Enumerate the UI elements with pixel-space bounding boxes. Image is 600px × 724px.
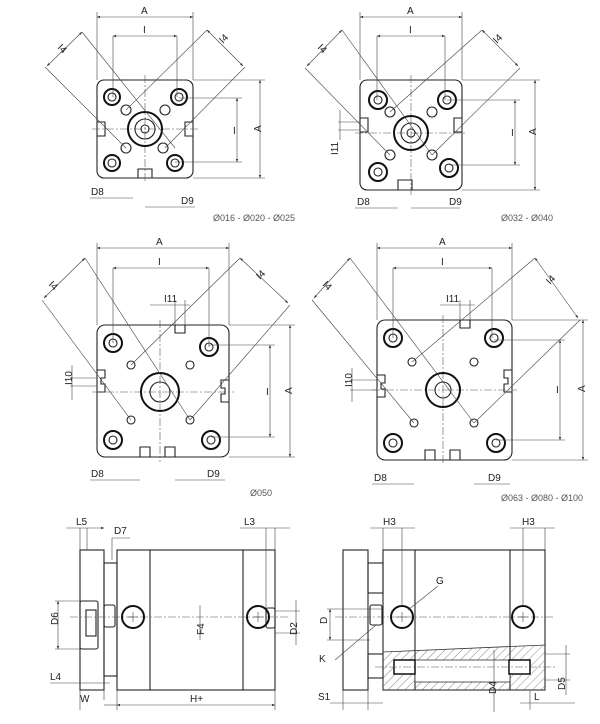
dim-s1: S1 (318, 692, 331, 703)
dim-d4: D4 (488, 681, 499, 694)
dim-d: D (319, 617, 330, 624)
dim-i10: I10 (344, 373, 355, 387)
dim-d8: D8 (91, 187, 104, 198)
dim-d9: D9 (181, 196, 194, 207)
dim-i11: I11 (330, 141, 341, 155)
caption-large: Ø063 - Ø080 - Ø100 (501, 493, 583, 503)
dim-l4: L4 (50, 672, 62, 683)
dim-l: L (534, 692, 540, 703)
dim-a: A (407, 6, 414, 17)
dim-i: I (158, 257, 161, 268)
dim-i4-left: I4 (315, 42, 329, 56)
dim-h3-left: H3 (383, 517, 396, 528)
end-view-small: A I A I I4 I4 D8 D9 Ø016 - Ø020 - Ø025 (44, 6, 295, 223)
dim-i: I (409, 25, 412, 36)
dim-d7: D7 (114, 526, 127, 537)
dim-w: W (80, 694, 90, 705)
dim-d9: D9 (488, 473, 501, 484)
dim-d8: D8 (374, 473, 387, 484)
dim-i4-right: I4 (544, 273, 558, 287)
caption-050: Ø050 (250, 488, 272, 498)
end-view-large: A I I11 A I I10 I4 I4 D8 D9 Ø063 - Ø080 … (311, 237, 588, 503)
dim-a-vertical: A (284, 387, 295, 394)
dim-d6: D6 (50, 612, 61, 625)
caption-medium: Ø032 - Ø040 (501, 213, 553, 223)
dim-d9: D9 (449, 197, 462, 208)
end-view-050: A I I11 A I I10 I4 I4 D8 D9 Ø050 (41, 237, 295, 498)
dim-i: I (441, 257, 444, 268)
dim-d8: D8 (91, 469, 104, 480)
dim-h-plus: H+ (190, 694, 203, 705)
dim-i4-left: I4 (46, 279, 60, 293)
dim-f4: F4 (196, 623, 207, 635)
dim-i11: I11 (164, 294, 178, 305)
dim-i-vertical: I (266, 387, 269, 398)
dim-d8: D8 (357, 197, 370, 208)
dim-i4-right: I4 (491, 32, 505, 46)
dim-d5: D5 (557, 677, 568, 690)
side-view: L5 D7 L3 D6 F4 D2 L4 W H+ (50, 517, 300, 710)
dim-l5: L5 (76, 517, 88, 528)
section-view: H3 H3 G D K S1 D4 D5 L (318, 517, 575, 712)
dim-i4-left: I4 (55, 42, 69, 56)
dim-a: A (439, 237, 446, 248)
dim-i10: I10 (64, 371, 75, 385)
dim-i4-left: I4 (320, 279, 334, 293)
dim-d9: D9 (207, 469, 220, 480)
end-view-medium: A I A I I11 I4 I4 D8 D9 Ø032 - Ø040 (304, 6, 553, 223)
dim-l3: L3 (244, 517, 256, 528)
dim-i: I (143, 25, 146, 36)
dim-a-vertical: A (528, 128, 539, 135)
dim-a: A (156, 237, 163, 248)
dim-i4-right: I4 (254, 268, 268, 282)
dim-i4-right: I4 (217, 32, 231, 46)
dim-i-vertical: I (233, 126, 236, 137)
dim-h3-right: H3 (522, 517, 535, 528)
dim-i-vertical: I (556, 385, 559, 396)
dim-i11: I11 (446, 294, 460, 305)
dim-a-vertical: A (253, 125, 264, 132)
dim-i-vertical: I (511, 128, 514, 139)
label-g: G (436, 576, 444, 587)
caption-small: Ø016 - Ø020 - Ø025 (213, 213, 295, 223)
dim-a: A (141, 6, 148, 17)
dim-d2: D2 (289, 622, 300, 635)
dim-a-vertical: A (577, 385, 588, 392)
label-k: K (319, 654, 326, 665)
